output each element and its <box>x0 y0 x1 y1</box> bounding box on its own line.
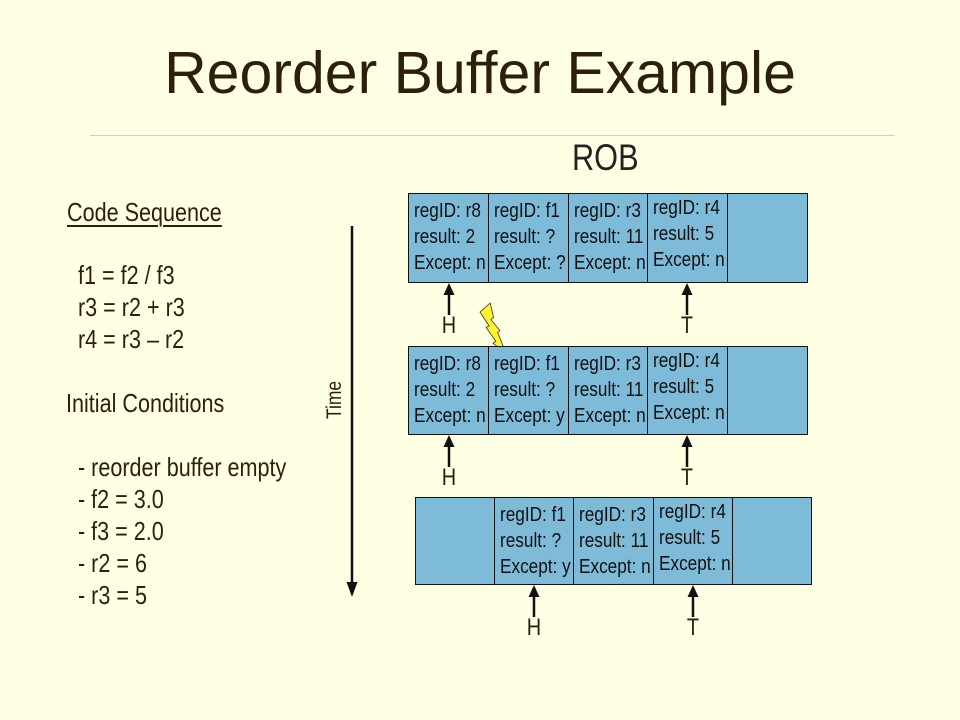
entry-except: Except: n <box>579 556 652 578</box>
entry-except: Except: n <box>573 252 646 274</box>
rob-snapshot: regID: r8 result: 2 Except: n regID: f1 … <box>408 346 808 490</box>
rob-entry: regID: f1 result: ? Except: ? <box>487 194 568 282</box>
tail-pointer: T <box>678 585 708 641</box>
title-divider <box>90 135 895 136</box>
entry-result: result: ? <box>493 379 555 401</box>
entry-except: Except: y <box>500 556 571 578</box>
tail-label: T <box>680 312 694 339</box>
rob-entry-empty <box>416 498 494 584</box>
rob-entry: regID: r8 result: 2 Except: n <box>409 194 488 282</box>
reorder-buffer: regID: f1 result: ? Except: y regID: r3 … <box>415 497 812 585</box>
entry-except: Except: n <box>414 405 486 427</box>
entry-regid: regID: r3 <box>573 353 641 375</box>
tail-pointer: T <box>672 283 702 339</box>
rob-entry: regID: r8 result: 2 Except: n <box>409 347 488 434</box>
code-line: r4 = r3 – r2 <box>78 324 185 354</box>
code-line: f1 = f2 / f3 <box>78 260 175 290</box>
entry-except: Except: ? <box>493 252 566 274</box>
rob-entry: regID: f1 result: ? Except: y <box>494 498 573 584</box>
initial-conditions-heading: Initial Conditions <box>66 388 225 418</box>
entry-regid: regID: r3 <box>579 504 647 526</box>
entry-result: result: ? <box>493 226 555 248</box>
rob-entry: regID: r4 result: 5 Except: n <box>652 498 732 584</box>
entry-result: result: 2 <box>414 379 476 401</box>
condition-line: - r3 = 5 <box>78 580 147 610</box>
up-arrow-icon <box>681 283 693 315</box>
head-label: H <box>526 614 541 641</box>
rob-snapshot: regID: f1 result: ? Except: y regID: r3 … <box>415 497 812 640</box>
up-arrow-icon <box>443 435 454 467</box>
head-label: H <box>441 464 456 491</box>
rob-entry: regID: f1 result: ? Except: y <box>487 347 568 434</box>
entry-result: result: 5 <box>658 527 720 549</box>
entry-except: Except: n <box>414 252 486 274</box>
tail-label: T <box>680 464 694 491</box>
condition-line: - f2 = 3.0 <box>78 484 164 514</box>
slide-title: Reorder Buffer Example <box>164 40 796 106</box>
entry-result: result: 5 <box>653 376 715 398</box>
entry-regid: regID: r8 <box>414 353 481 375</box>
rob-entry-empty <box>731 498 811 584</box>
entry-result: result: 11 <box>573 226 644 248</box>
head-pointer: H <box>434 435 464 491</box>
entry-result: result: 2 <box>414 226 476 248</box>
entry-except: Except: n <box>658 553 731 575</box>
entry-except: Except: n <box>573 405 646 427</box>
entry-result: result: 5 <box>653 223 715 245</box>
entry-regid: regID: f1 <box>493 200 560 222</box>
up-arrow-icon <box>687 585 698 617</box>
reorder-buffer: regID: r8 result: 2 Except: n regID: f1 … <box>408 193 808 283</box>
entry-regid: regID: r4 <box>653 350 721 372</box>
entry-regid: regID: f1 <box>493 353 560 375</box>
rob-entry: regID: r3 result: 11 Except: n <box>567 347 648 434</box>
entry-except: Except: n <box>653 402 726 424</box>
up-arrow-icon <box>443 283 454 315</box>
reorder-buffer: regID: r8 result: 2 Except: n regID: f1 … <box>408 346 808 435</box>
condition-line: - f3 = 2.0 <box>78 516 164 546</box>
head-label: H <box>441 312 456 339</box>
rob-entry-empty <box>727 194 807 282</box>
entry-result: result: 11 <box>573 379 644 401</box>
head-pointer: H <box>519 585 549 641</box>
entry-regid: regID: f1 <box>500 504 567 526</box>
up-arrow-icon <box>681 435 693 467</box>
up-arrow-icon <box>528 585 539 617</box>
tail-label: T <box>686 614 699 641</box>
time-label: Time <box>323 380 346 420</box>
rob-entry: regID: r3 result: 11 Except: n <box>573 498 652 584</box>
entry-regid: regID: r4 <box>658 501 726 523</box>
tail-pointer: T <box>672 435 702 491</box>
condition-line: - reorder buffer empty <box>78 452 287 482</box>
head-pointer: H <box>434 283 464 339</box>
rob-label: ROB <box>572 137 639 178</box>
rob-entry: regID: r3 result: 11 Except: n <box>567 194 648 282</box>
entry-except: Except: y <box>493 405 565 427</box>
code-line: r3 = r2 + r3 <box>78 292 185 322</box>
condition-line: - r2 = 6 <box>78 548 147 578</box>
entry-regid: regID: r4 <box>653 197 721 219</box>
entry-regid: regID: r8 <box>414 200 481 222</box>
code-sequence-heading: Code Sequence <box>67 197 222 227</box>
entry-result: result: ? <box>500 530 562 552</box>
rob-snapshot: regID: r8 result: 2 Except: n regID: f1 … <box>408 193 808 338</box>
entry-except: Except: n <box>653 249 726 271</box>
down-arrow-icon <box>346 226 358 597</box>
entry-regid: regID: r3 <box>573 200 641 222</box>
rob-entry: regID: r4 result: 5 Except: n <box>647 347 727 434</box>
rob-entry-empty <box>727 347 807 434</box>
entry-result: result: 11 <box>579 530 649 552</box>
rob-entry: regID: r4 result: 5 Except: n <box>647 194 727 282</box>
